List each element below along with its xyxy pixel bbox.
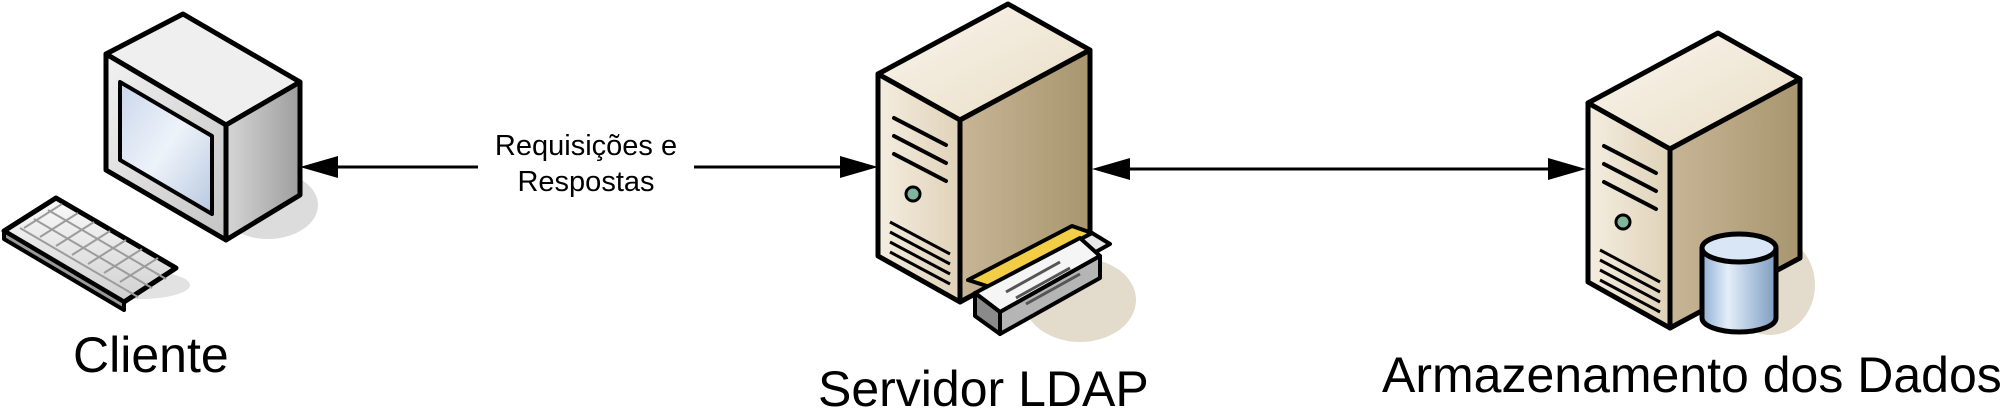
edge-label-client-ldap: Requisições e Respostas bbox=[478, 128, 694, 200]
client-computer-icon bbox=[4, 14, 318, 310]
node-label-storage: Armazenamento dos Dados bbox=[1382, 350, 2002, 400]
ldap-server-power-led bbox=[906, 187, 920, 201]
arrowhead-right bbox=[840, 156, 878, 178]
node-label-client: Cliente bbox=[73, 330, 229, 380]
storage-server-icon bbox=[1588, 33, 1815, 335]
arrowhead-left bbox=[1092, 158, 1130, 180]
ldap-server-icon bbox=[878, 4, 1136, 342]
storage-server-power-led bbox=[1616, 215, 1630, 229]
arrowhead-right bbox=[1548, 158, 1586, 180]
arrowhead-left bbox=[300, 156, 338, 178]
connector-ldap-storage bbox=[1092, 158, 1586, 180]
edge-label-line1: Requisições e bbox=[478, 128, 694, 164]
database-cylinder-icon bbox=[1702, 234, 1776, 332]
edge-label-line2: Respostas bbox=[478, 164, 694, 200]
node-label-ldap-server: Servidor LDAP bbox=[818, 364, 1149, 414]
